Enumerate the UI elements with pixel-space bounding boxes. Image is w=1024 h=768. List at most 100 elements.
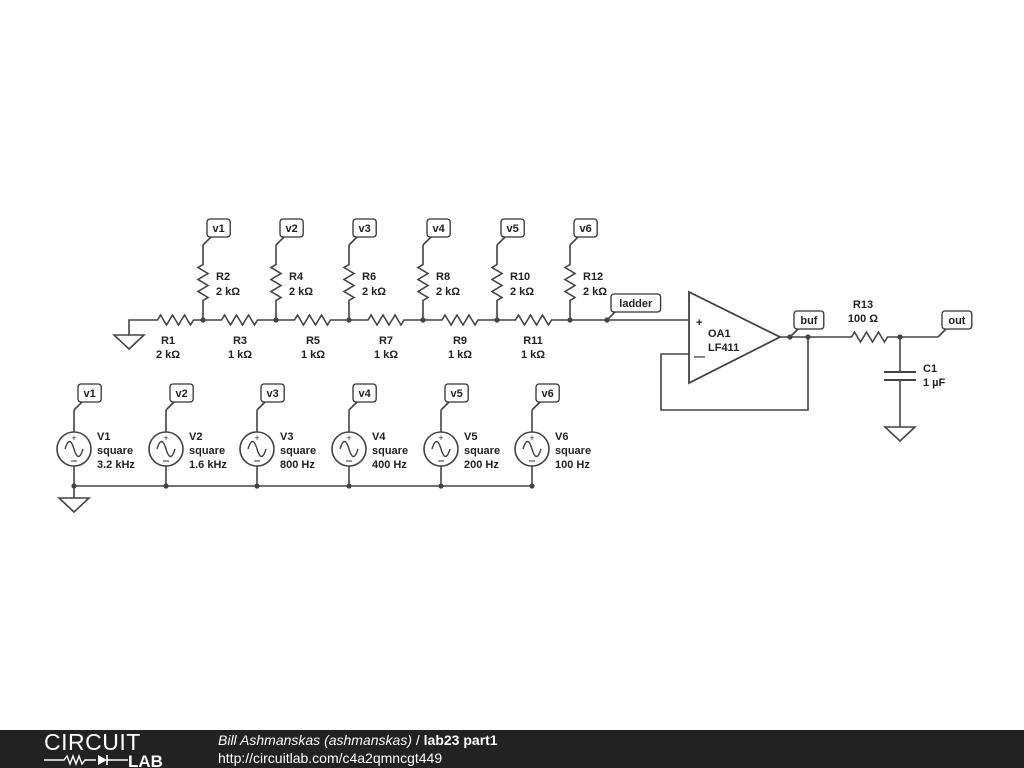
net-tag-label: v2	[175, 388, 187, 400]
junction-dot	[805, 334, 811, 340]
logo-resistor-icon	[44, 754, 96, 766]
footer-separator: /	[412, 732, 424, 748]
resistor-r11	[497, 313, 570, 327]
circuit-url[interactable]: http://circuitlab.com/c4a2qmncgt449	[218, 750, 443, 766]
wire-feedback	[660, 337, 809, 411]
net-tag-stem	[73, 401, 83, 411]
r1-value: 2 kΩ	[156, 349, 180, 361]
net-tag-stem	[202, 236, 212, 246]
net-tag-label: v5	[450, 388, 462, 400]
source-ground-icon	[56, 497, 92, 514]
net-tag-label: ladder	[619, 298, 653, 310]
input-res-ref: R10	[510, 271, 530, 283]
source-plus-mark: +	[254, 433, 259, 443]
c1-ref: C1	[923, 363, 937, 375]
source-freq: 3.2 kHz	[97, 459, 135, 471]
sine-wave-icon	[64, 440, 84, 458]
ladder-ref: R3	[233, 335, 247, 347]
source-plus-mark: +	[163, 433, 168, 443]
ladder-value: 1 kΩ	[301, 349, 325, 361]
ladder-ref: R7	[379, 335, 393, 347]
c1-value: 1 µF	[923, 377, 946, 389]
net-tag-source-v6: v6	[531, 383, 560, 411]
input-res-value: 2 kΩ	[583, 286, 607, 298]
voltage-source-v5: +	[423, 431, 459, 467]
footer-bar: CIRCUIT LAB Bill Ashmanskas (ashmanskas)…	[0, 730, 1024, 768]
input-res-value: 2 kΩ	[362, 286, 386, 298]
net-tag-stem	[569, 236, 579, 246]
net-tag-stem	[531, 401, 541, 411]
net-tag-box	[206, 218, 231, 238]
net-tag-box	[169, 383, 194, 403]
net-tag-label: v4	[358, 388, 371, 400]
ground-wire-r1	[128, 319, 148, 335]
ladder-value: 1 kΩ	[521, 349, 545, 361]
net-tag-v1: v1	[202, 218, 231, 246]
net-tag-v6: v6	[569, 218, 598, 246]
net-tag-source-v3: v3	[256, 383, 285, 411]
net-tag-source-v1: v1	[73, 383, 102, 411]
source-freq: 800 Hz	[280, 459, 315, 471]
sine-wave-icon	[156, 440, 176, 458]
schematic-wires	[71, 317, 938, 498]
net-tag-stem	[275, 236, 285, 246]
net-tag-stem	[256, 401, 266, 411]
net-tag-stem	[496, 236, 506, 246]
ground-triangle	[111, 334, 147, 351]
net-tag-label: buf	[800, 315, 817, 327]
net-tag-box	[793, 310, 825, 330]
resistor-r13	[839, 330, 900, 344]
net-tag-box	[279, 218, 304, 238]
source-freq: 100 Hz	[555, 459, 590, 471]
net-tag-stem	[606, 311, 616, 321]
input-res-value: 2 kΩ	[510, 286, 534, 298]
source-type: square	[555, 445, 591, 457]
resistor-r3	[203, 313, 276, 327]
logo-diode-icon	[98, 755, 107, 765]
ground-triangle	[56, 497, 92, 514]
input-res-ref: R12	[583, 271, 603, 283]
opamp-ref: OA1	[708, 328, 731, 340]
source-ref: V4	[372, 431, 386, 443]
net-tag-stem	[789, 328, 799, 338]
resistor-r10	[490, 245, 504, 320]
input-res-value: 2 kΩ	[436, 286, 460, 298]
input-res-value: 2 kΩ	[289, 286, 313, 298]
opamp-minus-sign: —	[694, 351, 705, 363]
net-tag-source-v5: v5	[440, 383, 469, 411]
circuit-title[interactable]: lab23 part1	[423, 732, 498, 748]
resistor-r7	[349, 313, 423, 327]
cap-ground-icon	[882, 426, 918, 443]
voltage-source-v6: +	[514, 431, 550, 467]
author-link[interactable]: Bill Ashmanskas (ashmanskas)	[218, 732, 412, 748]
resistor-r2	[196, 245, 210, 320]
sine-wave-icon	[247, 440, 267, 458]
ladder-value: 1 kΩ	[374, 349, 398, 361]
net-tag-box	[941, 310, 973, 330]
ladder-ref: R5	[306, 335, 320, 347]
net-tag-label: v2	[285, 223, 297, 235]
resistor-r4	[269, 245, 283, 320]
logo-text-top: CIRCUIT	[44, 730, 141, 755]
circuitlab-logo[interactable]: CIRCUIT LAB	[44, 730, 184, 768]
net-tag-box	[426, 218, 451, 238]
net-tag-box	[444, 383, 469, 403]
r1-ref: R1	[161, 335, 175, 347]
net-tag-v4: v4	[422, 218, 451, 246]
source-type: square	[97, 445, 133, 457]
voltage-source-v3: +	[239, 431, 275, 467]
source-ref: V2	[189, 431, 202, 443]
sine-wave-icon	[431, 440, 451, 458]
net-tag-out: out	[937, 310, 973, 338]
opamp-part: LF411	[708, 342, 739, 354]
net-tag-source-v4: v4	[348, 383, 377, 411]
resistor-r12	[563, 245, 577, 320]
source-plus-mark: +	[529, 433, 534, 443]
ladder-value: 1 kΩ	[448, 349, 472, 361]
input-res-ref: R8	[436, 271, 450, 283]
net-tag-label: v1	[212, 223, 224, 235]
voltage-source-v4: +	[331, 431, 367, 467]
